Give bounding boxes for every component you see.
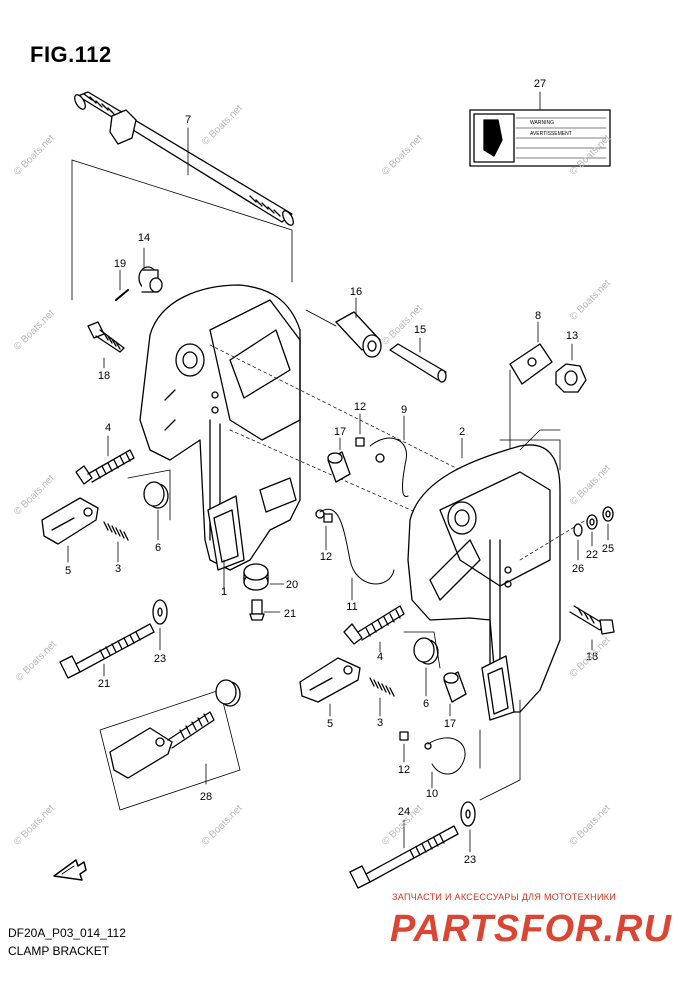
callout-20: 20 bbox=[285, 579, 299, 591]
part-19-pin bbox=[115, 289, 129, 301]
part-5-arm-left bbox=[41, 497, 99, 545]
part-20-stopper bbox=[243, 563, 269, 591]
part-24-bolt bbox=[349, 825, 459, 889]
callout-25: 25 bbox=[601, 543, 615, 555]
callout-2: 2 bbox=[458, 426, 466, 438]
part-17-knob-right bbox=[443, 671, 467, 703]
callout-8: 8 bbox=[534, 310, 542, 322]
callout-11: 11 bbox=[346, 601, 358, 613]
part-4-screw-left bbox=[75, 449, 135, 485]
callout-24: 24 bbox=[397, 806, 411, 818]
fwd-arrow-icon bbox=[53, 859, 87, 881]
part-23-washer-right bbox=[460, 801, 476, 827]
part-14-bushing bbox=[138, 266, 163, 293]
part-13-nut bbox=[555, 363, 587, 393]
callout-3-right: 3 bbox=[376, 717, 384, 729]
callout-18-left: 18 bbox=[97, 370, 111, 382]
figure-code: DF20A_P03_014_112 bbox=[8, 926, 126, 940]
part-3-spring-right bbox=[369, 677, 395, 697]
part-28-assembly bbox=[99, 679, 241, 811]
part-6-pad-right bbox=[413, 637, 439, 665]
part-12-screw-upper bbox=[355, 437, 365, 447]
figure-title: FIG.112 bbox=[30, 42, 112, 67]
callout-5-right: 5 bbox=[326, 718, 334, 730]
part-15-pin bbox=[389, 343, 447, 383]
part-16-bushing bbox=[335, 311, 382, 358]
callout-23-left: 23 bbox=[153, 653, 167, 665]
part-3-spring-left bbox=[103, 521, 129, 541]
part-21-bolt-small bbox=[249, 599, 265, 621]
callout-18-right: 18 bbox=[585, 651, 599, 663]
callout-1: 1 bbox=[220, 586, 228, 598]
callout-12-upper: 12 bbox=[353, 401, 367, 413]
part-22-washer bbox=[586, 514, 598, 530]
callout-4-right: 4 bbox=[376, 651, 384, 663]
callout-21-long: 21 bbox=[97, 678, 111, 690]
callout-26: 26 bbox=[571, 563, 585, 575]
part-25-nut bbox=[602, 506, 614, 522]
part-17-knob-upper bbox=[327, 451, 351, 483]
callout-13: 13 bbox=[565, 330, 579, 342]
callout-3-left: 3 bbox=[114, 563, 122, 575]
callout-15: 15 bbox=[413, 324, 427, 336]
callout-22: 22 bbox=[585, 549, 599, 561]
part-5-arm-right bbox=[299, 657, 361, 703]
callout-10: 10 bbox=[425, 788, 439, 800]
label-27-warning-text: WARNING bbox=[530, 120, 554, 126]
part-10-lanyard bbox=[424, 737, 466, 775]
callout-27: 27 bbox=[533, 78, 547, 90]
part-12-screw-middle bbox=[323, 513, 333, 523]
callout-6-right: 6 bbox=[422, 698, 430, 710]
callout-23-right: 23 bbox=[463, 854, 477, 866]
shop-tagline: ЗАПЧАСТИ И АКСЕССУАРЫ ДЛЯ МОТОТЕХНИКИ bbox=[392, 892, 617, 902]
part-4-screw-right bbox=[343, 605, 405, 645]
figure-caption: CLAMP BRACKET bbox=[8, 944, 110, 958]
callout-17-right: 17 bbox=[443, 718, 457, 730]
callout-7: 7 bbox=[184, 114, 192, 126]
callout-12-lower: 12 bbox=[397, 764, 411, 776]
label-27-avertissement-text: AVERTISSEMENT bbox=[530, 131, 572, 137]
callout-19: 19 bbox=[113, 258, 127, 270]
part-1-clamp-bracket-left bbox=[139, 284, 301, 571]
part-9-lanyard bbox=[369, 437, 409, 497]
callout-14: 14 bbox=[137, 232, 151, 244]
part-21-long-bolt bbox=[59, 623, 155, 679]
part-23-washer-left bbox=[152, 599, 168, 625]
part-7-shaft bbox=[74, 91, 294, 226]
part-26-washer bbox=[573, 523, 583, 537]
part-27-warning-label bbox=[469, 109, 611, 167]
part-12-screw-lower bbox=[399, 731, 409, 741]
callout-6-left: 6 bbox=[154, 542, 162, 554]
part-18-bolt-right bbox=[569, 605, 615, 635]
callout-12-middle: 12 bbox=[319, 551, 333, 563]
callout-28: 28 bbox=[199, 791, 213, 803]
part-8-plate bbox=[509, 343, 553, 385]
callout-5-left: 5 bbox=[64, 565, 72, 577]
shop-logo: PARTSFOR.RU bbox=[390, 908, 672, 950]
callout-17-upper: 17 bbox=[333, 426, 347, 438]
callout-9: 9 bbox=[400, 404, 408, 416]
part-2-clamp-bracket-right bbox=[407, 429, 561, 721]
callout-4-left: 4 bbox=[104, 422, 112, 434]
callout-21-small: 21 bbox=[283, 608, 297, 620]
callout-16: 16 bbox=[349, 286, 363, 298]
part-6-pad-left bbox=[143, 481, 169, 509]
part-18-bolt-left bbox=[87, 321, 125, 353]
